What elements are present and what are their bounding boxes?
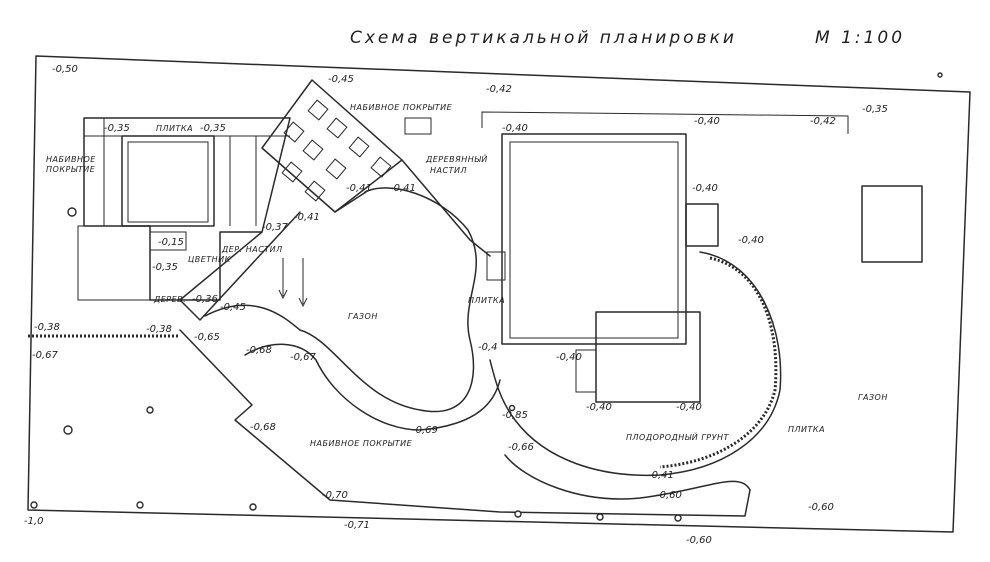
lawn-outline [204, 187, 477, 413]
label-nabivnoe-top: НАБИВНОЕ ПОКРЫТИЕ [350, 103, 453, 112]
level-mark: -0,42 [486, 84, 512, 95]
chimney-box [404, 117, 432, 135]
left-building-outline [83, 117, 291, 301]
left-building-inner-block [121, 135, 215, 227]
label-nabivnoe-left-2: ПОКРЫТИЕ [46, 165, 96, 174]
side-porch-box [685, 203, 719, 247]
level-mark: -0,38 [146, 324, 172, 335]
level-mark: -0,41 [294, 212, 320, 223]
level-mark: -0,68 [250, 422, 276, 433]
label-derev-short: ДЕРЕВ. [153, 295, 186, 304]
left-building-window [127, 141, 209, 223]
level-mark: -0,40 [738, 235, 764, 246]
label-gazon-center: ГАЗОН [348, 312, 378, 321]
bench-box [486, 251, 506, 281]
small-arrow-2-head [298, 297, 308, 308]
level-mark: -0,60 [686, 535, 712, 546]
terrace-tiles [281, 99, 392, 202]
level-mark: -0,67 [32, 350, 59, 361]
level-mark: -1,0 [24, 516, 44, 527]
coated-path-outline [179, 329, 751, 517]
level-mark: -0,60 [808, 502, 834, 513]
level-mark: -0,40 [676, 402, 702, 413]
main-building-inner [509, 141, 679, 339]
drawing-scale: М 1:100 [815, 28, 905, 48]
annex-box [595, 311, 701, 403]
label-tsvetnik: ЦВЕТНИК [188, 255, 231, 264]
label-derev-nastil: ДЕРЕВЯННЫЙ [425, 153, 488, 164]
courtyard-fence [481, 111, 849, 134]
level-mark: -0,35 [152, 262, 178, 273]
right-feature-box [861, 185, 923, 263]
level-mark: -0,35 [862, 104, 888, 115]
level-mark: -0,60 [656, 490, 682, 501]
fertile-soil-bed [489, 251, 782, 477]
level-mark: -0,45 [220, 302, 246, 313]
level-mark: -0,35 [200, 123, 226, 134]
level-mark: -0,35 [104, 123, 130, 134]
deck-diagonal [179, 211, 301, 321]
drawing-title: Схема вертикальной планировки [350, 28, 737, 48]
tree-markers [30, 72, 943, 522]
fertile-soil-bed-edge [659, 256, 778, 469]
level-mark: -0,68 [246, 345, 272, 356]
label-plitka-right: ПЛИТКА [788, 425, 825, 434]
site-boundary [27, 55, 971, 533]
label-plitka-top: ПЛИТКА [156, 124, 193, 133]
annex-small-box [575, 349, 597, 393]
level-mark: -0,67 [290, 352, 317, 363]
level-mark: -0,85 [502, 410, 528, 421]
level-mark: -0,4 [478, 342, 498, 353]
level-mark: -0,45 [328, 74, 354, 85]
level-mark: -0,37 [262, 222, 289, 233]
left-lower-room [77, 225, 151, 301]
lawn-inner-curve [244, 343, 501, 431]
level-mark: -0,40 [586, 402, 612, 413]
path-edge-upper [334, 191, 367, 213]
level-mark: -0,41 [346, 183, 372, 194]
label-derev-nastil-2: НАСТИЛ [430, 166, 467, 175]
path-edge-right [401, 159, 491, 257]
small-arrow-1-head [278, 289, 288, 300]
level-mark: -0,36 [192, 294, 218, 305]
level-mark: -0,41 [648, 470, 674, 481]
level-mark: -0,69 [412, 425, 438, 436]
level-mark: -0,38 [34, 322, 60, 333]
level-mark: -0,50 [52, 64, 78, 75]
level-mark: -0,41 [390, 183, 416, 194]
level-mark: -0,15 [158, 237, 184, 248]
label-nabivnoe-left: НАБИВНОЕ [46, 155, 96, 164]
level-mark: -0,66 [508, 442, 534, 453]
level-mark: -0,42 [810, 116, 836, 127]
level-mark: -0,71 [344, 520, 370, 531]
level-mark: -0,40 [694, 116, 720, 127]
label-plodorodny-grunt: ПЛОДОРОДНЫЙ ГРУНТ [626, 431, 730, 442]
label-nabivnoe-bottom: НАБИВНОЕ ПОКРЫТИЕ [310, 439, 413, 448]
level-mark: -0,65 [194, 332, 220, 343]
label-der-nastil-small: ДЕР. НАСТИЛ [221, 245, 283, 254]
level-mark: -0,40 [556, 352, 582, 363]
label-gazon-right: ГАЗОН [858, 393, 888, 402]
level-mark: -0,40 [502, 123, 528, 134]
level-mark: -0,70 [322, 490, 348, 501]
level-mark: -0,40 [692, 183, 718, 194]
label-plitka-mid: ПЛИТКА [468, 296, 505, 305]
